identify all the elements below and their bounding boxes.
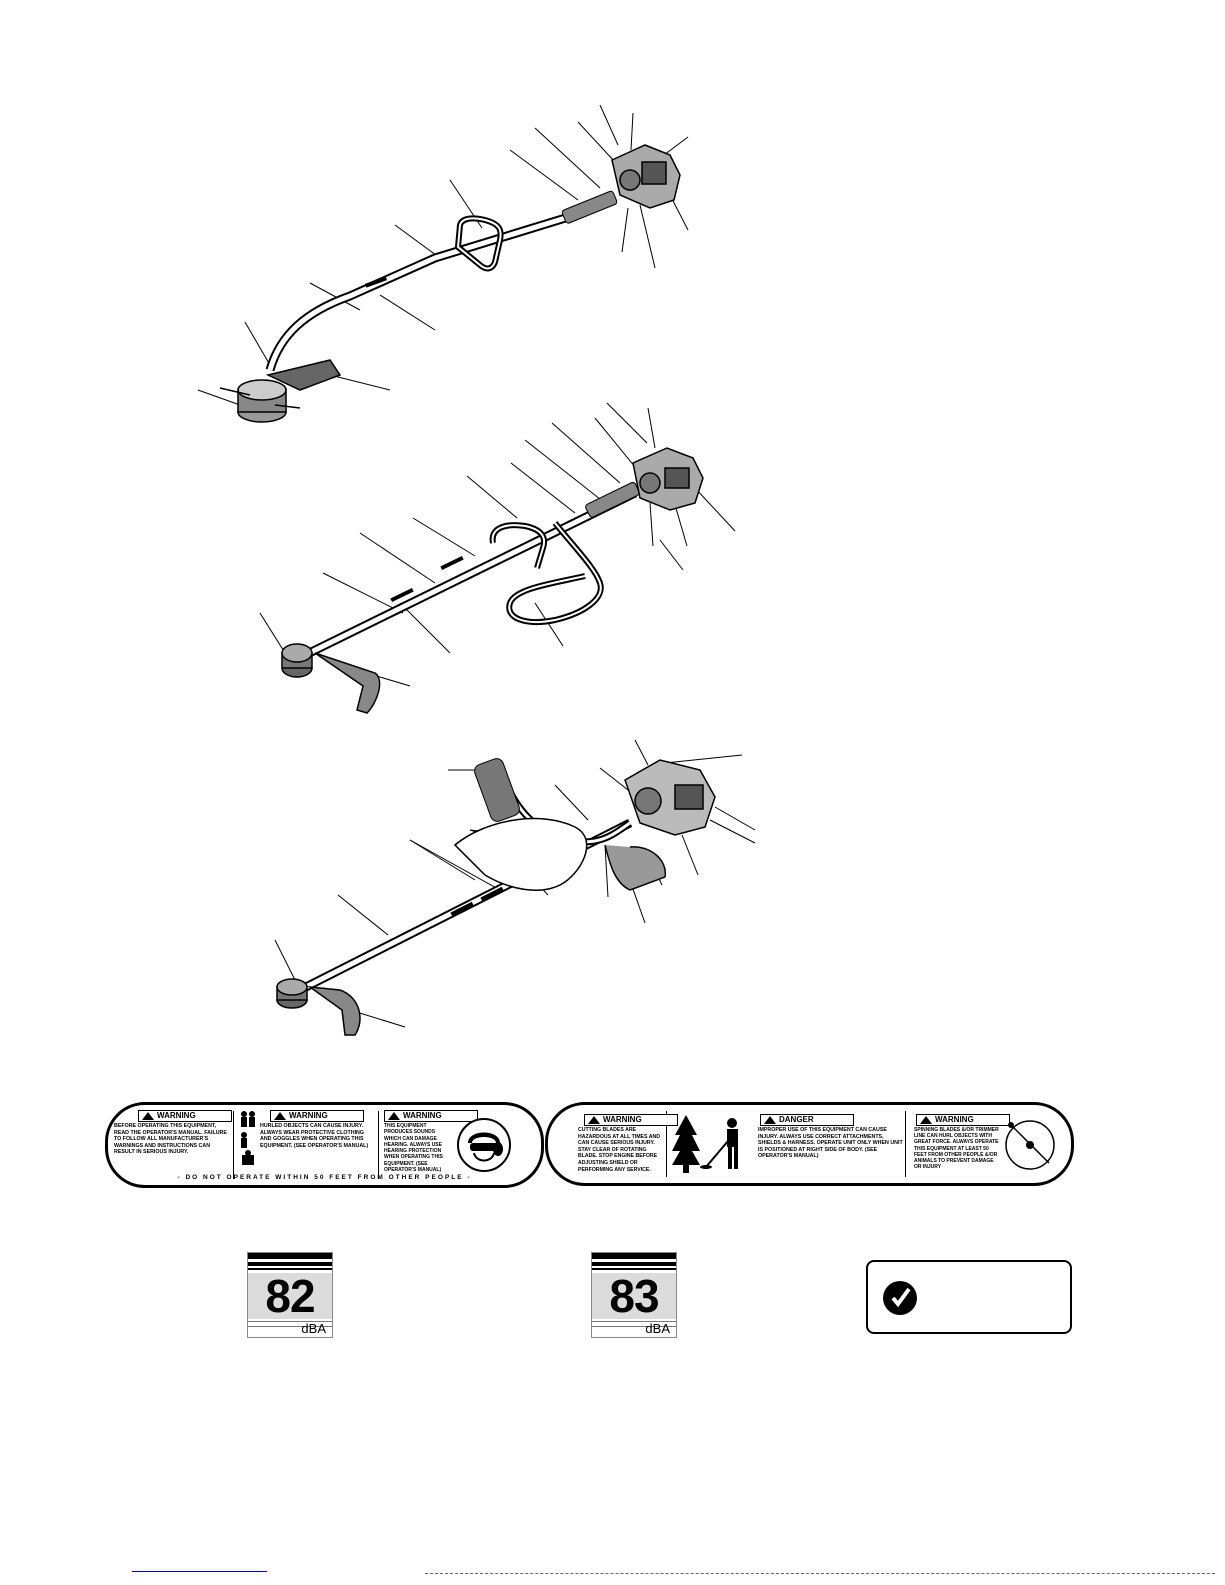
divider xyxy=(905,1111,906,1177)
safety-label-left: WARNING BEFORE OPERATING THIS EQUIPMENT,… xyxy=(105,1102,544,1188)
warning-text: CUTTING BLADES ARE HAZARDOUS AT ALL TIME… xyxy=(578,1127,660,1173)
noise-value: 82 xyxy=(248,1273,332,1319)
warning-triangle-icon xyxy=(588,1116,600,1124)
warning-triangle-icon xyxy=(388,1112,400,1120)
page-link-underline xyxy=(132,1571,267,1572)
page-footer-rule xyxy=(425,1573,1215,1574)
warning-text: SPINNING BLADES &/OR TRIMMER LINE CAN HU… xyxy=(914,1127,999,1171)
c-tick-icon xyxy=(883,1281,917,1315)
safe-distance-icon xyxy=(1005,1120,1055,1170)
divider xyxy=(378,1111,379,1179)
trimmer-diagram-3 xyxy=(274,739,756,1036)
warning-triangle-icon xyxy=(764,1116,776,1124)
trimmer-diagram-2 xyxy=(259,402,736,714)
noise-value: 83 xyxy=(592,1273,676,1319)
tree-and-operator-icon xyxy=(672,1115,738,1173)
safety-label-right: WARNING CUTTING BLADES ARE HAZARDOUS AT … xyxy=(545,1102,1074,1186)
trimmer-diagram-1 xyxy=(197,104,689,423)
warning-header: WARNING xyxy=(138,1110,232,1122)
noise-unit: dBA xyxy=(645,1321,670,1336)
divider xyxy=(666,1111,667,1177)
divider xyxy=(233,1111,234,1179)
noise-level-label-83: 83 dBA xyxy=(591,1252,677,1338)
hearing-eye-protection-icon xyxy=(457,1118,511,1172)
warning-text: BEFORE OPERATING THIS EQUIPMENT, READ TH… xyxy=(114,1123,227,1156)
warning-header: WARNING xyxy=(270,1110,364,1122)
noise-level-label-82: 82 dBA xyxy=(247,1252,333,1338)
noise-unit: dBA xyxy=(301,1321,326,1336)
protective-clothing-icon xyxy=(241,1111,255,1165)
warning-triangle-icon xyxy=(920,1116,932,1124)
c-tick-compliance-label xyxy=(866,1260,1072,1334)
warning-text: THIS EQUIPMENT PRODUCES SOUNDS WHICH CAN… xyxy=(384,1123,443,1174)
label-footer: - DO NOT OPERATE WITHIN 50 FEET FROM OTH… xyxy=(177,1174,472,1181)
warning-header: WARNING xyxy=(584,1114,678,1126)
warning-header: WARNING xyxy=(916,1114,1010,1126)
warning-triangle-icon xyxy=(274,1112,286,1120)
warning-text: HURLED OBJECTS CAN CAUSE INJURY. ALWAYS … xyxy=(260,1123,369,1149)
warning-triangle-icon xyxy=(142,1112,154,1120)
danger-header: DANGER xyxy=(760,1114,854,1126)
warning-header: WARNING xyxy=(384,1110,478,1122)
danger-text: IMPROPER USE OF THIS EQUIPMENT CAN CAUSE… xyxy=(758,1127,903,1159)
